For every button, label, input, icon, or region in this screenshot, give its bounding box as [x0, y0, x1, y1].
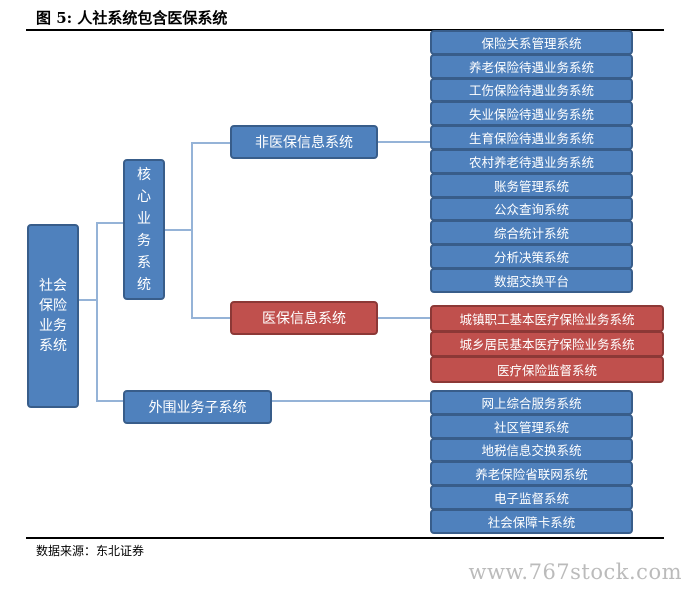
root-node: 社会保险业务系统 — [27, 224, 79, 408]
leaf-system-box: 养老保险待遇业务系统 — [430, 53, 633, 79]
watermark: www.767stock.com — [468, 560, 682, 584]
leaf-system-box: 城镇职工基本医疗保险业务系统 — [430, 305, 664, 332]
connector — [96, 400, 123, 402]
leaf-system-box: 城乡居民基本医疗保险业务系统 — [430, 330, 664, 358]
leaf-system-box: 数据交换平台 — [430, 268, 633, 293]
connector — [164, 229, 192, 231]
top-rule — [26, 29, 664, 31]
leaf-system-box: 网上综合服务系统 — [430, 390, 633, 415]
leaf-system-box: 综合统计系统 — [430, 220, 633, 246]
connector — [378, 141, 430, 143]
non-medical-node: 非医保信息系统 — [230, 125, 378, 159]
leaf-system-box: 社区管理系统 — [430, 413, 633, 439]
bottom-rule — [26, 537, 664, 539]
leaf-system-box: 社会保障卡系统 — [430, 509, 633, 534]
leaf-system-box: 公众查询系统 — [430, 196, 633, 222]
leaf-system-box: 账务管理系统 — [430, 172, 633, 198]
leaf-system-box: 农村养老待遇业务系统 — [430, 149, 633, 174]
connector — [378, 317, 430, 319]
leaf-system-box: 工伤保险待遇业务系统 — [430, 77, 633, 103]
connector — [96, 222, 98, 402]
figure-title: 图 5: 人社系统包含医保系统 — [36, 9, 228, 27]
connector — [96, 222, 123, 224]
connector — [272, 400, 430, 402]
leaf-system-box: 保险关系管理系统 — [430, 30, 633, 55]
leaf-system-box: 失业保险待遇业务系统 — [430, 101, 633, 127]
connector — [191, 142, 193, 319]
leaf-system-box: 医疗保险监督系统 — [430, 356, 664, 383]
leaf-system-box: 电子监督系统 — [430, 485, 633, 510]
connector — [79, 299, 97, 301]
leaf-system-box: 生育保险待遇业务系统 — [430, 125, 633, 150]
core-node: 核心业务系统 — [123, 159, 165, 300]
source-note: 数据来源：东北证券 — [36, 544, 145, 558]
leaf-system-box: 地税信息交换系统 — [430, 437, 633, 463]
medical-node: 医保信息系统 — [230, 301, 378, 335]
leaf-system-box: 分析决策系统 — [430, 244, 633, 269]
leaf-system-box: 养老保险省联网系统 — [430, 461, 633, 487]
peripheral-node: 外围业务子系统 — [123, 390, 272, 424]
connector — [191, 317, 230, 319]
connector — [191, 142, 230, 144]
